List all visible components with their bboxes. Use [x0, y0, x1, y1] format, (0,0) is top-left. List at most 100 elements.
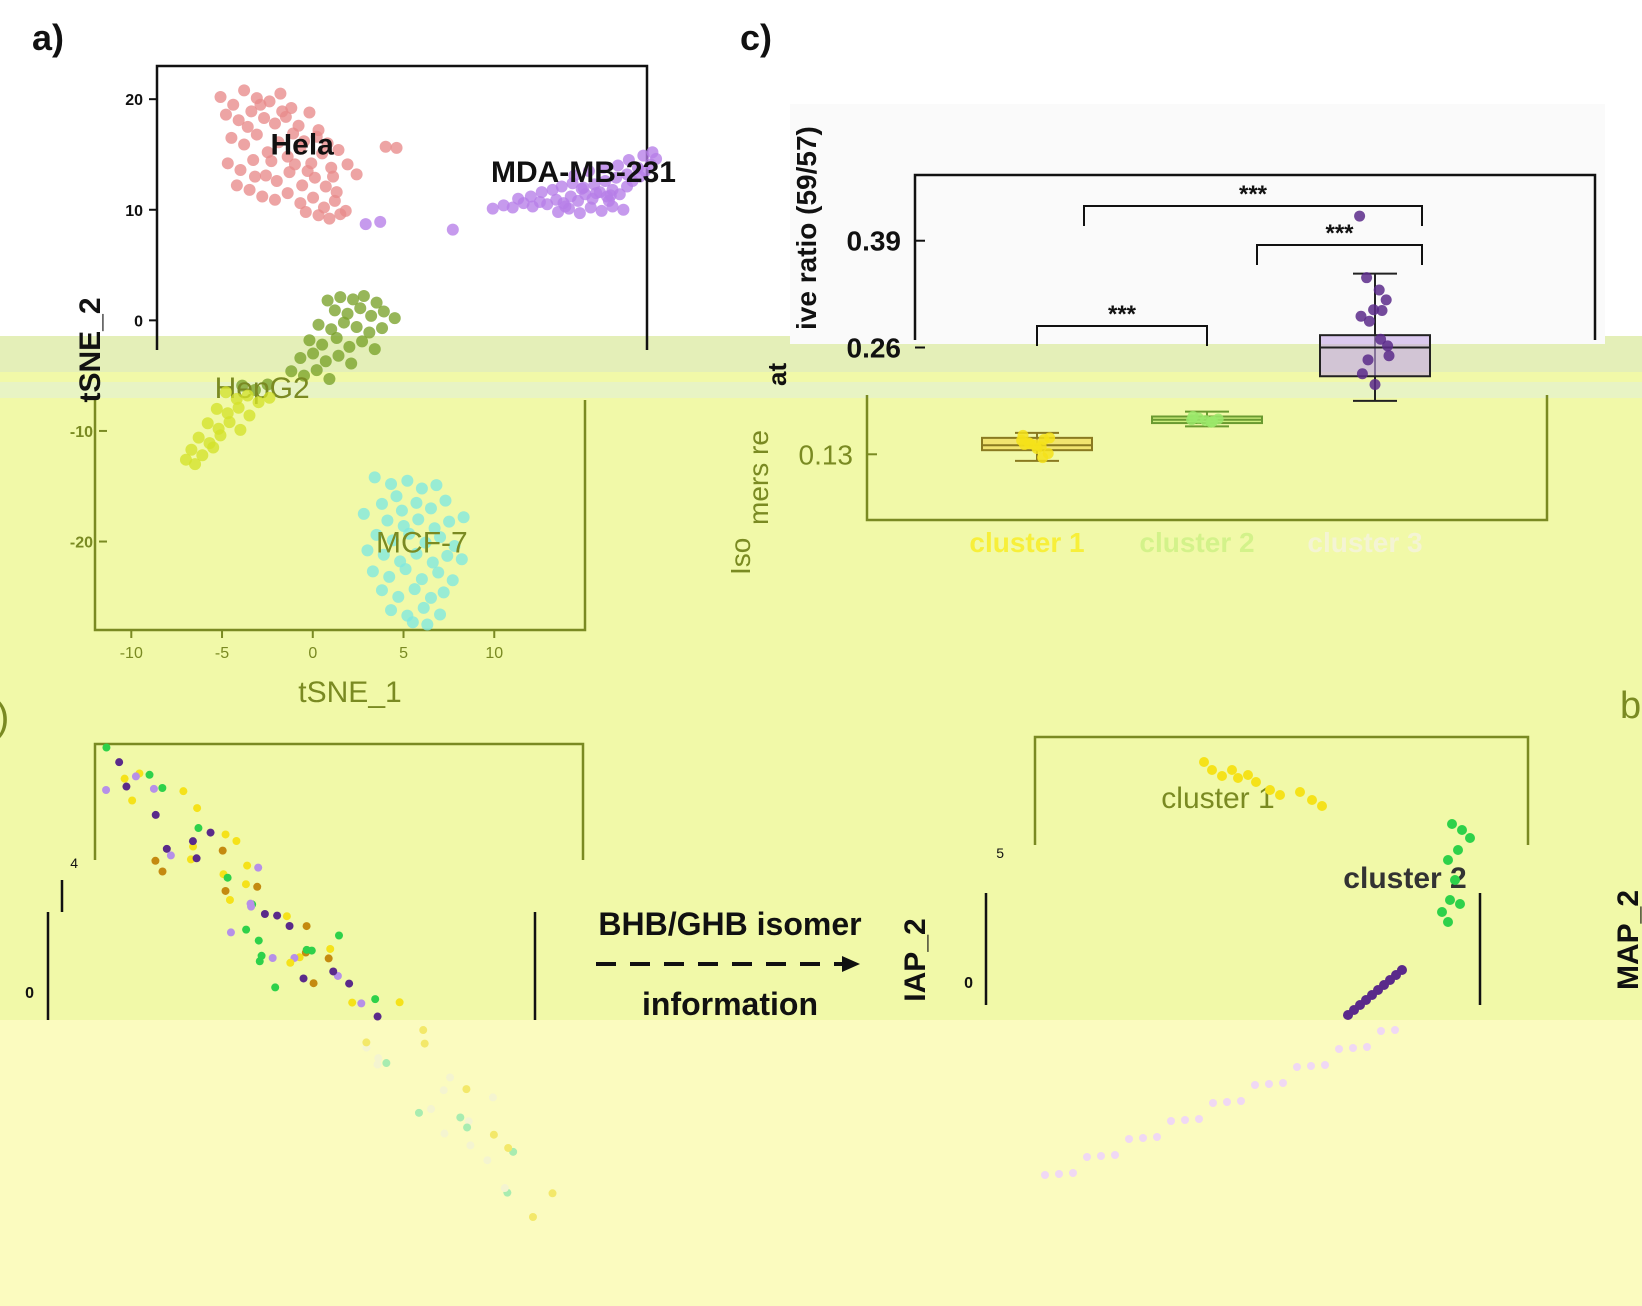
data-point — [370, 528, 383, 541]
panel-label-a: a) — [32, 17, 64, 58]
data-point — [427, 1105, 436, 1114]
data-point — [392, 590, 405, 603]
data-point — [1307, 1062, 1315, 1070]
data-point — [310, 130, 323, 143]
data-point — [332, 349, 345, 362]
data-point — [1354, 210, 1366, 222]
plot-frame-lower — [984, 893, 1482, 1005]
data-point — [247, 154, 260, 166]
data-point — [247, 902, 256, 911]
data-point — [230, 179, 243, 192]
y-tick-label: 0.26 — [847, 333, 902, 364]
data-point — [1375, 333, 1387, 345]
data-point — [1455, 899, 1465, 909]
data-point — [388, 312, 401, 325]
data-point — [189, 458, 202, 471]
data-point — [437, 586, 450, 599]
data-point — [1295, 787, 1305, 797]
data-point — [263, 95, 276, 108]
plot-frame-lower — [46, 912, 537, 1020]
data-point — [584, 201, 597, 214]
data-point — [282, 912, 291, 921]
data-point — [1355, 310, 1367, 322]
data-point — [463, 1123, 472, 1132]
plot-backdrop — [790, 104, 1605, 344]
data-point — [328, 194, 341, 207]
data-point — [185, 443, 198, 456]
data-point — [377, 548, 390, 561]
data-point — [434, 608, 447, 621]
data-point — [599, 175, 612, 188]
data-point — [238, 138, 251, 151]
arrow-label-line1: BHB/GHB isomer — [598, 906, 861, 942]
data-point — [232, 837, 241, 846]
data-point — [483, 1156, 492, 1165]
data-point — [1279, 1079, 1287, 1087]
data-point — [241, 120, 254, 133]
overlay-band-bottom — [0, 1020, 1642, 1306]
data-point — [1465, 833, 1475, 843]
data-point — [421, 618, 434, 631]
y-tick-label: 20 — [125, 92, 143, 109]
data-point — [288, 158, 301, 171]
y-tick-label: 0 — [134, 313, 143, 330]
data-point — [488, 1093, 497, 1102]
data-point — [446, 223, 459, 236]
data-point — [395, 504, 408, 517]
data-point — [528, 1213, 537, 1222]
cluster-label: cluster 2 — [1343, 862, 1466, 895]
overlay-band-main — [0, 372, 1642, 1020]
data-point — [334, 208, 347, 221]
data-point — [1199, 757, 1209, 767]
data-point — [383, 570, 396, 583]
significance-label: *** — [1108, 301, 1137, 328]
data-point — [1251, 1081, 1259, 1089]
data-point — [1363, 1043, 1371, 1051]
data-point — [268, 117, 281, 130]
plot-frame-lower — [93, 400, 587, 632]
data-point — [448, 539, 461, 552]
data-point — [310, 364, 323, 377]
data-point — [1275, 790, 1285, 800]
data-point — [497, 199, 510, 212]
data-point — [188, 837, 197, 846]
data-point — [1380, 294, 1392, 306]
overlay-stripe — [0, 382, 1642, 398]
data-point — [415, 573, 428, 586]
data-point — [334, 291, 347, 304]
data-point — [466, 1141, 475, 1150]
data-point — [365, 309, 378, 322]
y-axis-title-lower: Iso — [725, 538, 756, 575]
data-point — [151, 810, 160, 819]
data-point — [419, 1026, 428, 1035]
data-point — [1457, 825, 1467, 835]
data-point — [151, 856, 160, 865]
y-tick-label: 0.13 — [799, 439, 854, 470]
y-axis-title-far: MAP_2 — [1612, 890, 1642, 990]
data-point — [428, 522, 441, 535]
data-point — [232, 114, 245, 127]
y-tick-label: -10 — [70, 424, 93, 441]
data-point — [1217, 771, 1227, 781]
data-point — [582, 165, 595, 178]
data-point — [419, 536, 432, 549]
data-point — [381, 514, 394, 527]
data-point — [298, 369, 310, 382]
y-tick-label: 5 — [996, 845, 1004, 861]
data-point — [241, 389, 254, 402]
data-point — [555, 180, 568, 193]
data-point — [223, 873, 232, 882]
data-point — [221, 157, 234, 170]
data-point — [631, 161, 644, 174]
data-point — [268, 954, 277, 963]
data-point — [1361, 272, 1373, 284]
data-point — [610, 171, 623, 184]
data-point — [1369, 378, 1381, 390]
data-point — [296, 179, 309, 192]
data-point — [242, 925, 251, 934]
arrow-label-line2: information — [642, 986, 818, 1022]
data-point — [456, 1113, 465, 1122]
data-point — [102, 743, 111, 752]
